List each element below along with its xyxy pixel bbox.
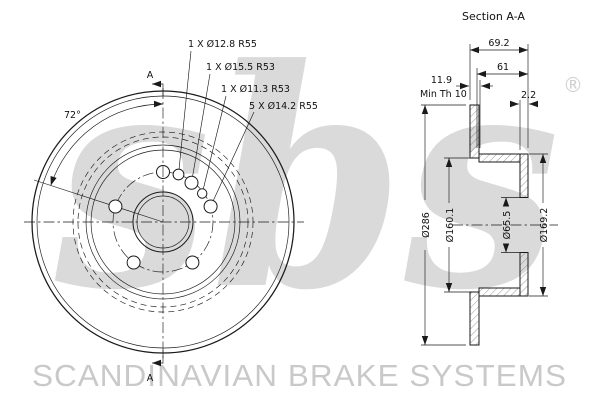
section-arrow-top [152, 80, 164, 96]
dim-overall-width-label: 69.2 [488, 38, 509, 49]
hat-wall-upper [478, 153, 521, 163]
section-marker-label-top: A [147, 70, 154, 81]
section-view-title: Section A-A [462, 10, 525, 23]
bolt-hole [203, 199, 218, 214]
angle-label: 72° [64, 110, 81, 121]
footer-watermark: SCANDINAVIAN BRAKE SYSTEMS [32, 358, 567, 393]
dim-min-thickness-label: Min Th 10 [420, 89, 467, 100]
angle-radial-line [33, 179, 164, 223]
leader-line [210, 111, 255, 207]
angle-annotation [33, 100, 164, 223]
section-cut-markers [152, 80, 164, 367]
width-dimensions: 69.2 61 11.9 Min Th 10 2.2 [420, 38, 538, 150]
callout-leaders [178, 50, 255, 207]
dim-friction-inner-label: Ø160.1 [445, 208, 456, 243]
dim-hub-dia-label: Ø169.2 [539, 208, 550, 243]
leader-line [201, 95, 227, 194]
callout-pin-11-3: 1 X Ø11.3 R53 [221, 84, 290, 95]
bolt-hole [185, 255, 200, 270]
dim-step-label: 2.2 [521, 90, 536, 101]
dim-offset-label: 11.9 [431, 75, 452, 86]
section-arrow-bottom [152, 350, 164, 367]
bolt-holes [108, 165, 218, 270]
callout-bolt-holes: 5 X Ø14.2 R55 [249, 101, 318, 112]
pin-hole-12-8 [172, 168, 185, 181]
section-marker-label-bottom: A [147, 373, 154, 384]
leader-line [191, 73, 211, 183]
section-view: Section A-A 69.2 61 11.9 Min Th 10 [420, 10, 558, 346]
section-cross-hatching [469, 104, 529, 346]
pin-hole-15-5 [184, 175, 199, 190]
mounting-face-upper [519, 153, 529, 198]
friction-ring-upper [469, 104, 480, 159]
front-view-labels: A A 72° 1 X Ø12.8 R55 1 X Ø15.5 R53 1 X … [64, 39, 318, 384]
callout-pin-15-5: 1 X Ø15.5 R53 [206, 62, 275, 73]
sbs-logo-watermark: sbs [51, 3, 560, 356]
bolt-hole [126, 255, 141, 270]
leader-line [178, 50, 192, 175]
friction-ring-lower [469, 291, 480, 346]
registered-trademark-icon: ® [563, 73, 583, 97]
dim-outer-dia-label: Ø286 [421, 212, 432, 238]
pin-hole-11-3 [197, 188, 208, 199]
mounting-face-lower [519, 252, 529, 297]
angle-arc [50, 100, 164, 186]
diameter-dimensions: Ø286 Ø160.1 Ø65.5 Ø169.2 [421, 104, 550, 346]
bolt-hole [108, 199, 123, 214]
callout-pin-12-8: 1 X Ø12.8 R55 [188, 39, 257, 50]
front-view-disc [24, 50, 304, 367]
dim-hat-width-label: 61 [497, 62, 509, 73]
dim-bore-label: Ø65.5 [502, 211, 513, 240]
hat-wall-lower [478, 287, 521, 297]
